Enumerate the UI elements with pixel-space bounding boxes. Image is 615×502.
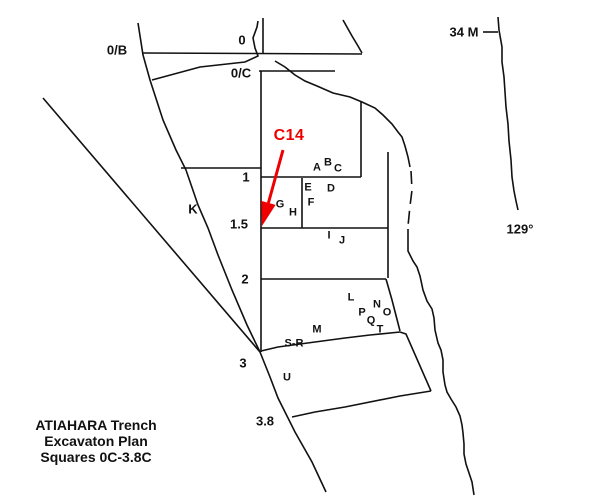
label-row-0c: 0/C [230, 65, 252, 81]
label-square-s-r: S-R [284, 337, 304, 350]
grid-east-slant-edge [385, 278, 401, 332]
shoreline-upper [342, 19, 363, 54]
label-row-0b: 0/B [106, 42, 128, 58]
label-square-d: D [327, 182, 335, 195]
label-square-q: Q [366, 314, 376, 327]
label-square-g: G [275, 198, 285, 211]
label-square-h: H [289, 206, 297, 219]
label-square-c: C [334, 162, 342, 175]
label-row-3: 3 [239, 355, 247, 371]
baseline-34m-line [497, 16, 519, 211]
transect-line-k-upper [137, 22, 261, 353]
west-boundary-line [42, 97, 261, 353]
label-square-b: B [324, 156, 332, 169]
label-square-f: F [307, 196, 315, 209]
label-row-0: 0 [238, 32, 246, 48]
row-0-line [142, 52, 363, 55]
label-square-i: I [327, 229, 331, 242]
plan-title-line1: ATIAHARA Trench [35, 417, 157, 433]
label-square-u: U [283, 371, 291, 384]
c14-arrow-head [261, 200, 276, 226]
label-row-1-5: 1.5 [229, 216, 249, 232]
baseline-bearing-label: 129° [506, 221, 534, 237]
label-square-j: J [338, 234, 346, 247]
c14-label: C14 [273, 127, 305, 144]
row-0c-line [151, 20, 260, 81]
shoreline-lower [407, 229, 475, 496]
shoreline-dashed [407, 170, 413, 227]
label-square-p: P [358, 306, 366, 319]
label-square-m: M [312, 323, 322, 336]
square-3-8-bottom-edge [291, 390, 432, 418]
square-3-8-right-edge [399, 331, 432, 392]
plan-title-line3: Squares 0C-3.8C [40, 449, 152, 465]
label-square-o: O [382, 306, 392, 319]
label-square-e: E [304, 181, 312, 194]
label-square-l: L [347, 291, 355, 304]
label-row-1: 1 [242, 169, 250, 185]
label-row-3-8: 3.8 [255, 413, 275, 429]
plan-title: ATIAHARA Trench Excavaton Plan Squares 0… [35, 417, 156, 465]
baseline-length-label: 34 M [449, 24, 479, 40]
row-3-line [260, 331, 401, 352]
label-row-2: 2 [241, 271, 249, 287]
label-square-t: T [376, 323, 384, 336]
label-square-n: N [373, 298, 381, 311]
label-transect-k: K [188, 201, 198, 217]
label-square-a: A [313, 161, 321, 174]
shoreline-mid [274, 60, 411, 168]
plan-title-line2: Excavaton Plan [44, 433, 148, 449]
c14-arrow-shaft [266, 149, 285, 204]
transect-line-k-lower [259, 351, 327, 493]
